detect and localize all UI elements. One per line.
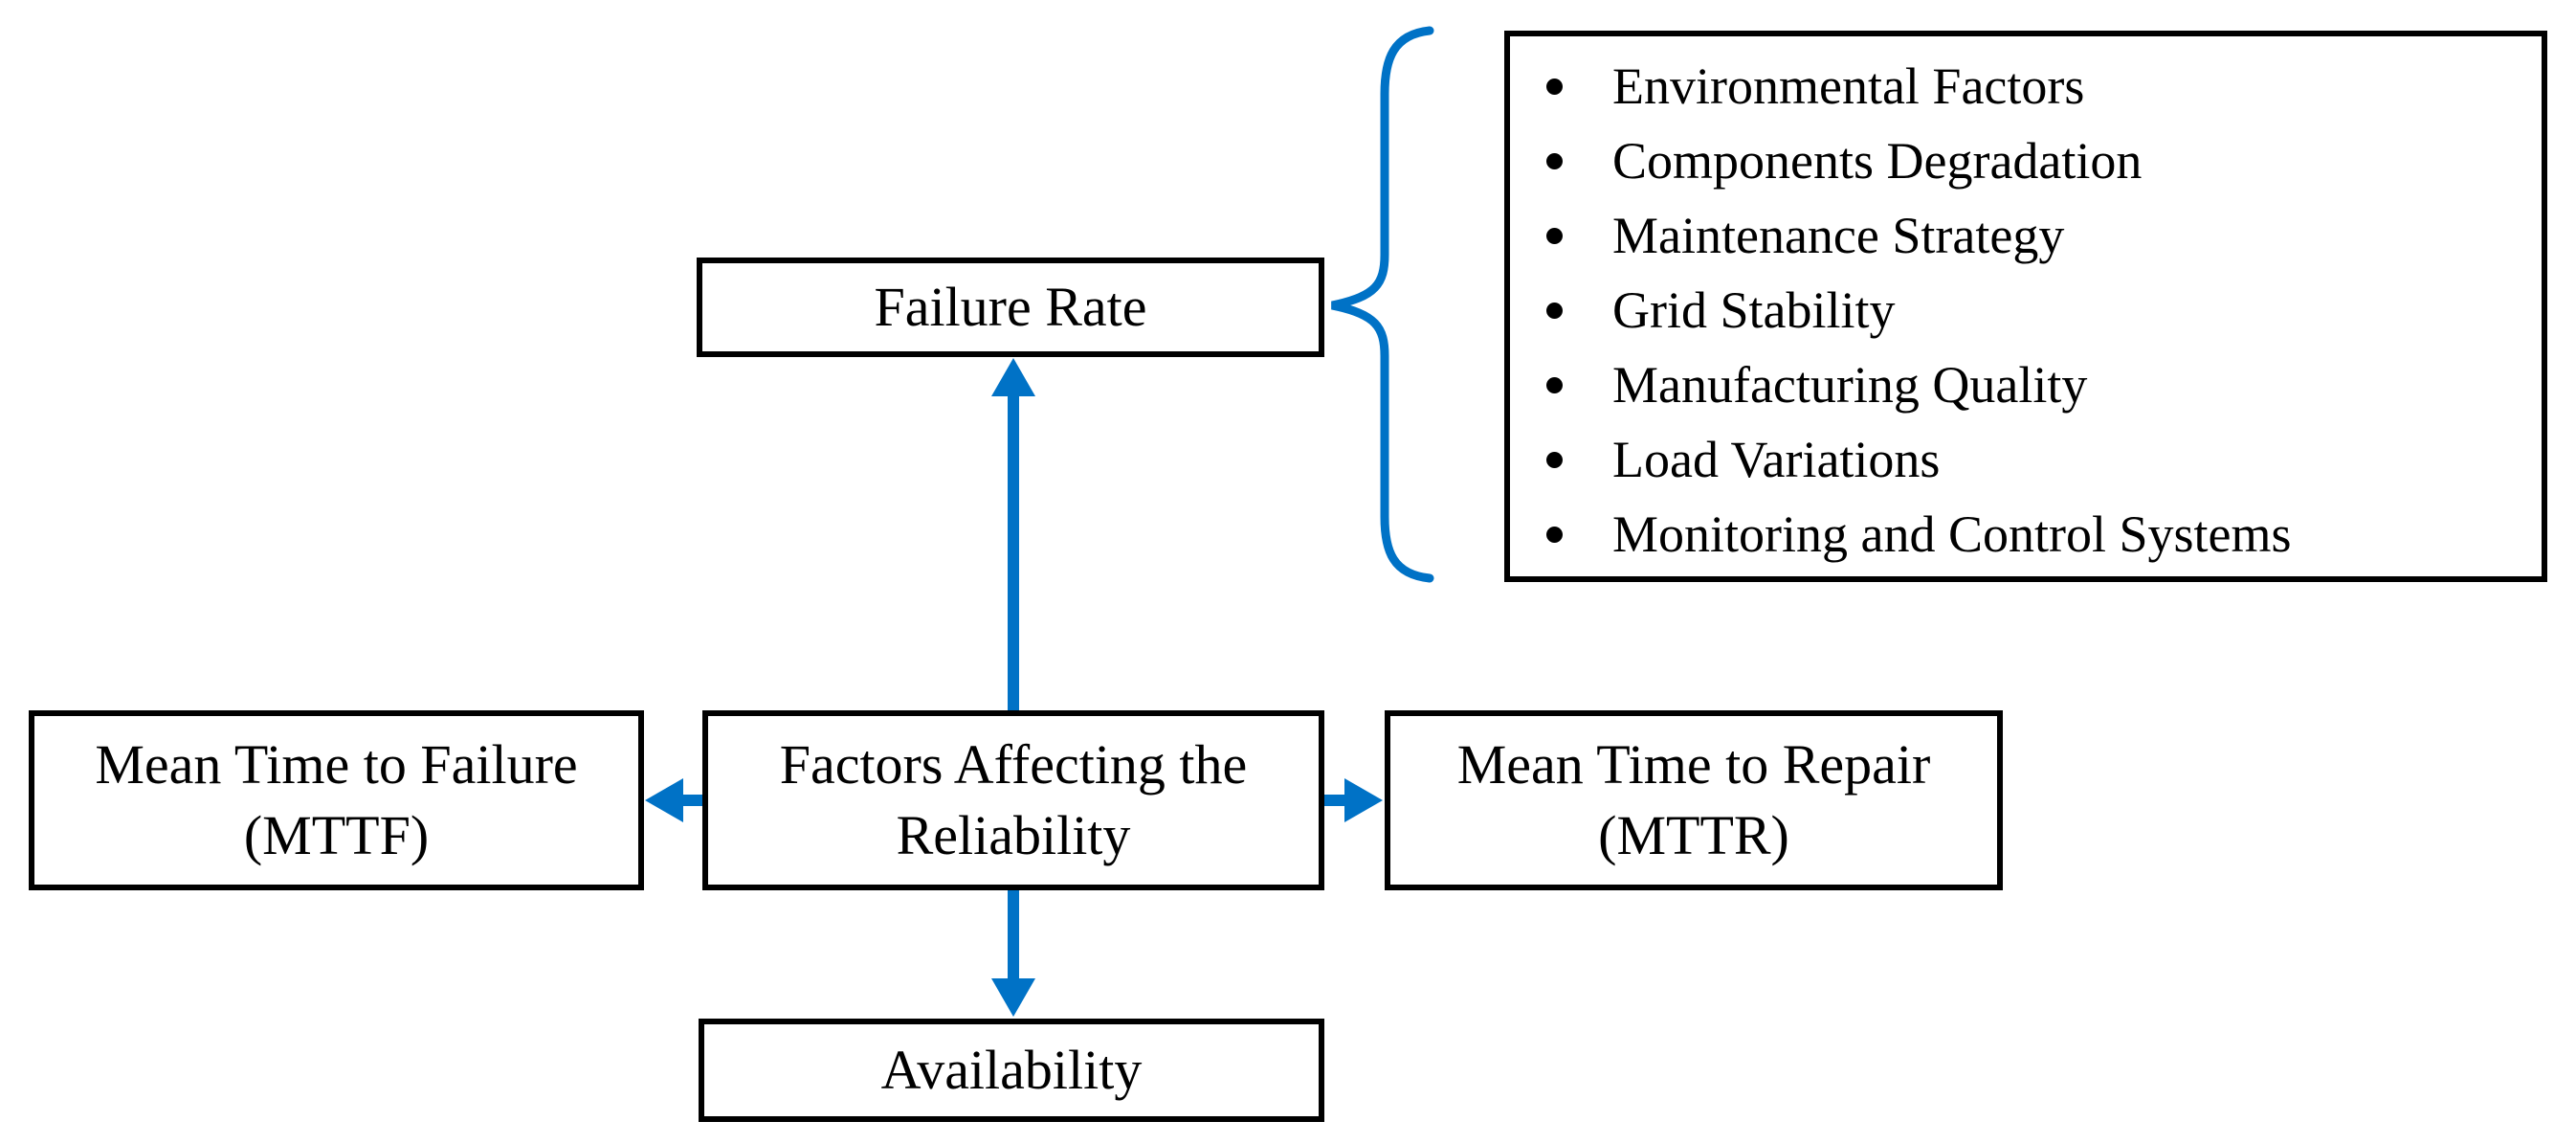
availability-box: Availability bbox=[699, 1019, 1324, 1122]
list-item-label: Grid Stability bbox=[1612, 281, 1896, 339]
failure-factors-list-box: Environmental Factors Components Degrada… bbox=[1504, 31, 2547, 582]
arrow-up-icon bbox=[991, 358, 1035, 712]
availability-label: Availability bbox=[880, 1038, 1143, 1101]
list-item-label: Manufacturing Quality bbox=[1612, 356, 2088, 414]
bullet-icon bbox=[1546, 227, 1563, 244]
factors-affecting-reliability-box: Factors Affecting the Reliability bbox=[702, 710, 1324, 890]
list-item: Maintenance Strategy bbox=[1510, 198, 2542, 273]
mttf-label-line1: Mean Time to Failure bbox=[95, 732, 578, 796]
list-item: Monitoring and Control Systems bbox=[1510, 497, 2542, 572]
bullet-icon bbox=[1546, 78, 1563, 95]
mttr-label-line2: (MTTR) bbox=[1598, 804, 1789, 866]
list-item: Environmental Factors bbox=[1510, 49, 2542, 123]
mttf-box: Mean Time to Failure (MTTF) bbox=[29, 710, 644, 890]
list-item: Load Variations bbox=[1510, 422, 2542, 497]
curly-brace-icon bbox=[1331, 26, 1434, 583]
failure-rate-label: Failure Rate bbox=[874, 275, 1147, 338]
list-item: Grid Stability bbox=[1510, 273, 2542, 348]
central-label-line1: Factors Affecting the bbox=[779, 732, 1248, 796]
bullet-icon bbox=[1546, 526, 1563, 543]
arrow-down-icon bbox=[991, 888, 1035, 1017]
failure-factors-list: Environmental Factors Components Degrada… bbox=[1510, 36, 2542, 572]
list-item-label: Monitoring and Control Systems bbox=[1612, 505, 2292, 563]
bullet-icon bbox=[1546, 376, 1563, 393]
central-label-line2: Reliability bbox=[896, 804, 1131, 866]
list-item: Manufacturing Quality bbox=[1510, 348, 2542, 422]
arrow-right-icon bbox=[1322, 778, 1383, 822]
list-item-label: Maintenance Strategy bbox=[1612, 207, 2065, 264]
list-item-label: Load Variations bbox=[1612, 431, 1941, 488]
list-item-label: Components Degradation bbox=[1612, 132, 2143, 190]
bullet-icon bbox=[1546, 302, 1563, 319]
bullet-icon bbox=[1546, 152, 1563, 169]
list-item-label: Environmental Factors bbox=[1612, 57, 2085, 115]
bullet-icon bbox=[1546, 451, 1563, 468]
failure-rate-box: Failure Rate bbox=[697, 258, 1324, 357]
arrow-left-icon bbox=[645, 778, 704, 822]
mttr-label-line1: Mean Time to Repair bbox=[1456, 732, 1931, 796]
mttr-box: Mean Time to Repair (MTTR) bbox=[1385, 710, 2003, 890]
mttf-label-line2: (MTTF) bbox=[243, 804, 430, 866]
list-item: Components Degradation bbox=[1510, 123, 2542, 198]
